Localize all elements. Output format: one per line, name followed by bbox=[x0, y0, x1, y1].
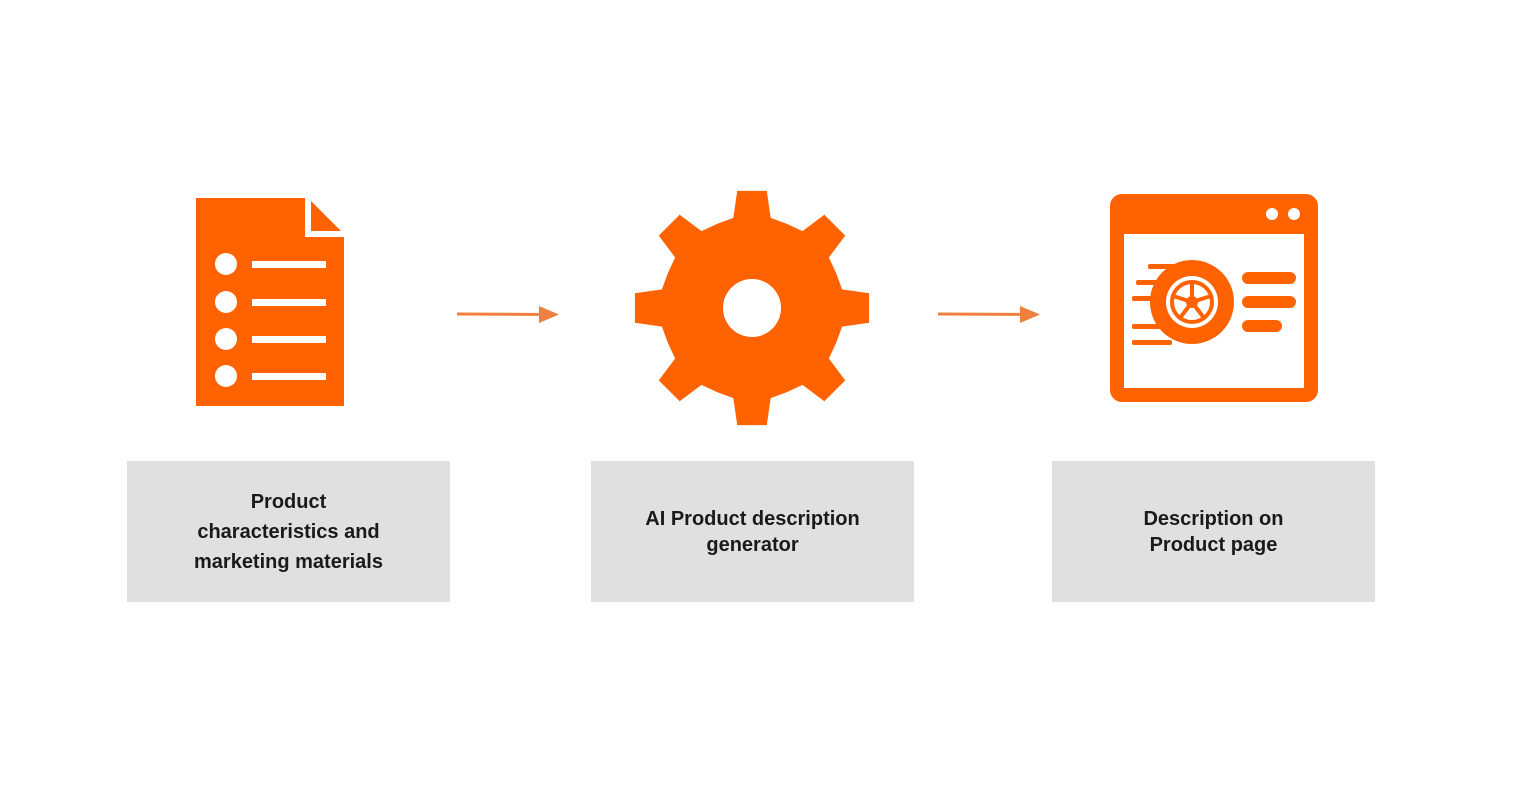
browser-window-icon bbox=[1108, 192, 1320, 404]
step-label-box-3: Description on Product page bbox=[1052, 461, 1375, 602]
arrow-right-icon bbox=[455, 302, 565, 326]
document-list-icon bbox=[190, 192, 350, 410]
step-label-box-2: AI Product description generator bbox=[591, 461, 914, 602]
gear-icon bbox=[630, 186, 874, 430]
step-label-box-1: Product characteristics and marketing ma… bbox=[127, 461, 450, 602]
step-label-2: AI Product description generator bbox=[645, 507, 860, 556]
step-label-1: Product characteristics and marketing ma… bbox=[194, 490, 383, 573]
arrow-right-icon bbox=[936, 302, 1046, 326]
step-label-3: Description on Product page bbox=[1143, 507, 1284, 556]
